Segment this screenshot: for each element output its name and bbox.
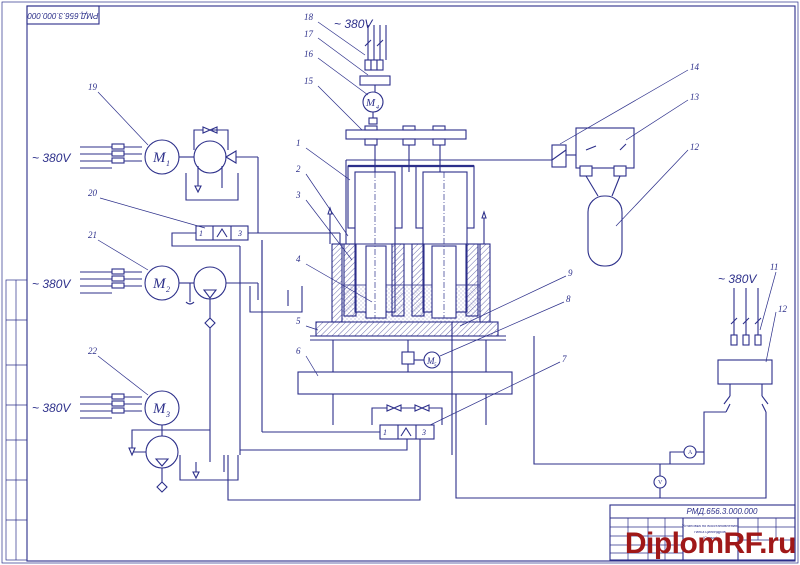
- voltage-label-m3: ~ 380V: [32, 401, 71, 415]
- leader-20: [99, 197, 206, 229]
- title-code: РМД.656.3.000.000: [687, 507, 758, 516]
- callout-9: 9: [568, 268, 573, 278]
- left-stamp-strip: [5, 279, 28, 561]
- svg-text:2: 2: [166, 285, 170, 294]
- voltage-label-top: ~ 380V: [334, 17, 373, 31]
- svg-text:M: M: [152, 150, 167, 166]
- callout-19: 19: [88, 82, 98, 92]
- callout-3: 3: [295, 190, 301, 200]
- valve-7: 1 3: [209, 240, 443, 501]
- callout-11: 11: [770, 262, 778, 272]
- svg-text:1: 1: [166, 159, 170, 168]
- callout-2: 2: [296, 164, 301, 174]
- callout-14: 14: [690, 62, 700, 72]
- callout-12-bottom: 12: [778, 304, 788, 314]
- pump-1: [193, 140, 227, 174]
- callout-5: 5: [296, 316, 301, 326]
- voltage-label-m1: ~ 380V: [32, 151, 71, 165]
- callout-8: 8: [566, 294, 571, 304]
- callout-15: 15: [304, 76, 314, 86]
- voltage-label-m2: ~ 380V: [32, 277, 71, 291]
- title-block: [609, 504, 796, 561]
- callout-17: 17: [304, 29, 314, 39]
- svg-text:3: 3: [237, 229, 242, 238]
- valve-20: 1 3: [171, 225, 340, 247]
- callout-18: 18: [304, 12, 314, 22]
- callout-22: 22: [88, 346, 98, 356]
- svg-text:M: M: [365, 97, 376, 109]
- callout-20: 20: [88, 188, 98, 198]
- rectifier-12: [717, 359, 773, 385]
- leader-22: [97, 355, 149, 396]
- svg-text:3: 3: [165, 410, 170, 419]
- svg-text:M: M: [426, 356, 435, 366]
- svg-text:A: A: [688, 450, 693, 456]
- main-vessel: M 5: [297, 145, 513, 455]
- callout-13: 13: [690, 92, 700, 102]
- code-box-top-left: [26, 5, 100, 25]
- callout-12-top: 12: [690, 142, 700, 152]
- svg-text:1: 1: [199, 229, 203, 238]
- callout-4: 4: [296, 254, 301, 264]
- title-line-3: (Схема): [703, 535, 718, 540]
- contactor-17: [359, 75, 391, 86]
- svg-text:5: 5: [434, 363, 437, 368]
- leader-19: [97, 91, 149, 146]
- callout-21: 21: [88, 230, 97, 240]
- voltage-label-right: ~ 380V: [718, 272, 757, 286]
- inner-frame: [26, 5, 796, 562]
- callout-6: 6: [296, 346, 301, 356]
- svg-text:V: V: [658, 480, 663, 486]
- svg-text:4: 4: [376, 104, 379, 111]
- regulator-13: [575, 127, 635, 169]
- watermark-logo: DiplomRF.ru: [624, 527, 797, 560]
- code-rotated-label: РМД.656.3.000.000: [27, 11, 98, 20]
- gas-cylinder-12: [587, 195, 623, 267]
- callout-16: 16: [304, 49, 314, 59]
- drive-bar-15: [345, 129, 467, 140]
- svg-text:3: 3: [421, 428, 426, 437]
- title-line-2: гильз цилиндров: [694, 529, 725, 534]
- solenoid-14: [551, 144, 567, 168]
- svg-text:M: M: [152, 276, 167, 292]
- motor-group-m4: ~ 380V M 4: [334, 17, 467, 146]
- callout-7: 7: [562, 354, 567, 364]
- svg-text:M: M: [152, 401, 167, 417]
- motor-group-m3: ~ 380V M 3: [32, 390, 239, 493]
- callout-1: 1: [296, 138, 301, 148]
- motor-group-m1: ~ 380V M 1: [32, 126, 258, 201]
- svg-text:1: 1: [383, 428, 387, 437]
- gas-system: [466, 127, 635, 267]
- power-supply: ~ 380V V A: [455, 272, 773, 499]
- leader-21: [97, 239, 149, 271]
- frame-6: [297, 371, 513, 395]
- title-line-1: Установка по восстановлению: [682, 523, 738, 528]
